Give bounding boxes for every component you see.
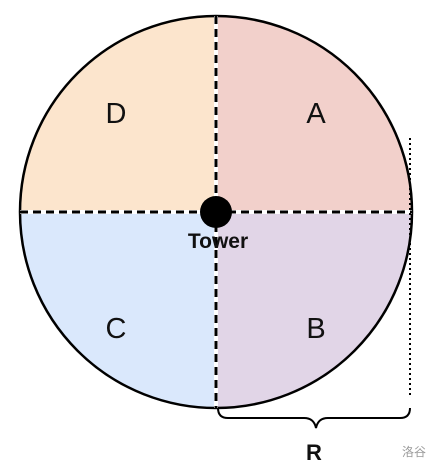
radius-brace [217, 407, 411, 429]
quadrant-b-sector [216, 212, 412, 408]
watermark: 洛谷 [402, 444, 426, 459]
quadrant-a-sector [216, 16, 412, 212]
quadrant-d-label: D [106, 98, 127, 130]
quadrant-a-label: A [306, 98, 326, 130]
quadrant-c-label: C [106, 313, 127, 345]
quadrant-c-sector [20, 212, 216, 408]
quadrant-b-label: B [306, 313, 325, 345]
radius-label: R [306, 440, 322, 465]
tower-label: Tower [188, 230, 248, 253]
quadrant-d-sector [20, 16, 216, 212]
tower-dot [200, 196, 232, 228]
